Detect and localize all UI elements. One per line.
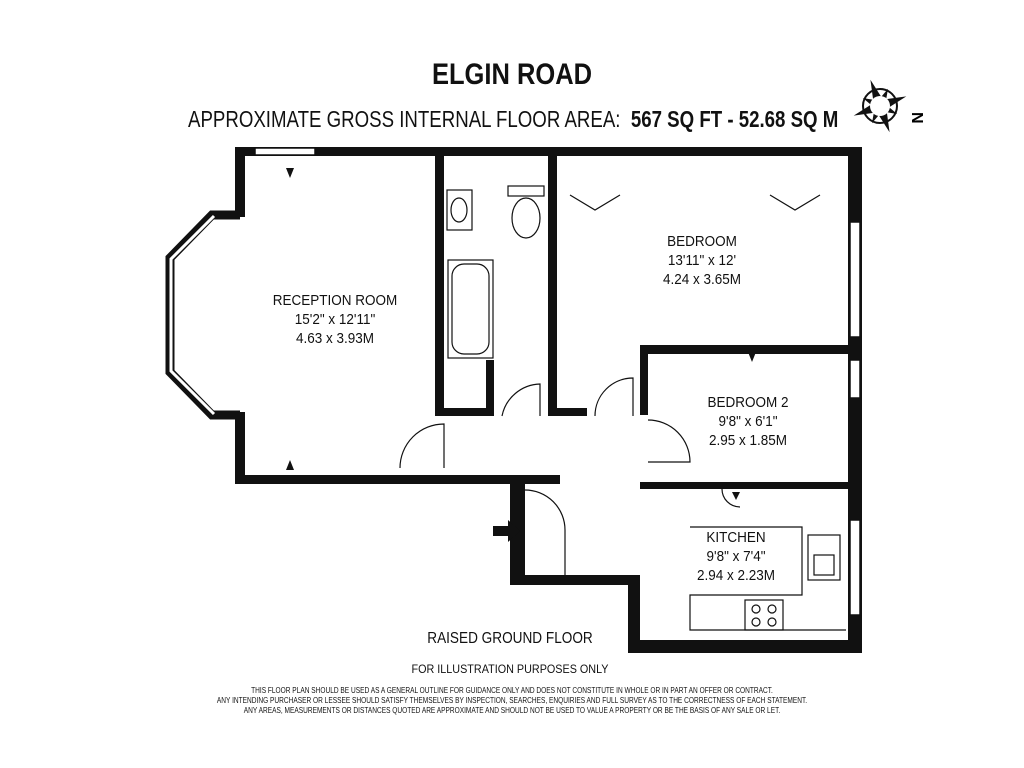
room-imperial: 13'11" x 12' — [667, 252, 737, 269]
room-metric: 4.63 x 3.93M — [295, 330, 375, 347]
room-imperial: 9'8" x 7'4" — [706, 548, 766, 565]
cupboard-wall — [444, 408, 494, 416]
reception-left-wall-upper — [235, 147, 245, 217]
cupboard-side-wall — [486, 360, 494, 416]
plan-title: ELGIN ROAD — [431, 58, 593, 91]
room-name: RECEPTION ROOM — [272, 292, 398, 309]
reception-top-window — [254, 147, 316, 156]
room-bedroom: BEDROOM 13'11" x 12' 4.24 x 3.65M — [612, 232, 792, 289]
kitchen-top-wall — [640, 482, 848, 489]
kitchen-counter — [689, 526, 846, 631]
disclaimer-line: ANY INTENDING PURCHASER OR LESSEE SHOULD… — [216, 696, 808, 705]
compass-north-label: N — [908, 112, 925, 124]
room-metric: 4.24 x 3.65M — [662, 271, 742, 288]
compass-icon — [853, 79, 907, 133]
windows — [254, 147, 861, 616]
entrance-door[interactable] — [524, 489, 566, 575]
basin — [446, 189, 473, 231]
bedroom2-door[interactable] — [647, 419, 691, 463]
wardrobe-1 — [569, 194, 621, 211]
room-name: BEDROOM 2 — [707, 394, 789, 411]
entrance-arrow-icon — [493, 520, 520, 542]
room-bedroom-2: BEDROOM 2 9'8" x 6'1" 2.95 x 1.85M — [658, 393, 838, 450]
reception-bottom-wall — [235, 475, 560, 484]
kitchen-bottom-wall — [628, 640, 862, 653]
floor-area: APPROXIMATE GROSS INTERNAL FLOOR AREA: 5… — [188, 106, 838, 133]
bay-window-glass — [169, 214, 216, 416]
bedroom2-left-wall — [640, 345, 648, 415]
kitchen-left-wall — [628, 575, 640, 653]
room-reception: RECEPTION ROOM 15'2" x 12'11" 4.63 x 3.9… — [245, 291, 425, 348]
room-kitchen: KITCHEN 9'8" x 7'4" 2.94 x 2.23M — [646, 528, 826, 585]
hob — [744, 599, 784, 631]
entrance-arrow — [286, 168, 756, 542]
kitchen-sink — [807, 534, 841, 581]
bathroom-door[interactable] — [501, 383, 541, 417]
room-name: BEDROOM — [667, 233, 737, 250]
fixtures — [399, 185, 846, 631]
hall-wall — [557, 408, 587, 416]
illustration-note: FOR ILLUSTRATION PURPOSES ONLY — [411, 662, 609, 676]
room-metric: 2.95 x 1.85M — [708, 432, 788, 449]
disclaimer-line: ANY AREAS, MEASUREMENTS OR DISTANCES QUO… — [243, 706, 781, 715]
bedroom-door[interactable] — [594, 377, 634, 417]
room-name: KITCHEN — [706, 529, 766, 546]
reception-left-wall-lower — [235, 412, 245, 484]
bedroom-window — [849, 221, 861, 338]
entrance-bottom-wall — [510, 575, 640, 585]
bedroom2-window — [849, 359, 861, 399]
kitchen-door[interactable] — [721, 488, 741, 508]
toilet-cistern — [507, 185, 545, 197]
kitchen-window — [849, 519, 861, 616]
room-imperial: 15'2" x 12'11" — [294, 311, 376, 328]
disclaimer-line: THIS FLOOR PLAN SHOULD BE USED AS A GENE… — [251, 686, 773, 695]
reception-door[interactable] — [399, 423, 445, 469]
bath — [447, 259, 494, 359]
top-wall — [235, 147, 862, 156]
entrance-left-wall — [510, 484, 525, 585]
floor-area-value: 567 SQ FT - 52.68 SQ M — [630, 106, 839, 132]
bay-window — [165, 210, 240, 420]
ceiling-height-marker — [286, 168, 294, 178]
bedroom-bottom-wall — [640, 345, 848, 354]
floor-label: RAISED GROUND FLOOR — [427, 630, 593, 647]
room-imperial: 9'8" x 6'1" — [718, 413, 778, 430]
floor-area-label: APPROXIMATE GROSS INTERNAL FLOOR AREA: — [188, 106, 621, 132]
room-metric: 2.94 x 2.23M — [696, 567, 776, 584]
bathroom-left-wall — [435, 156, 444, 416]
bathroom-right-wall — [548, 156, 557, 416]
wardrobe-2 — [769, 194, 821, 211]
toilet — [511, 197, 541, 239]
